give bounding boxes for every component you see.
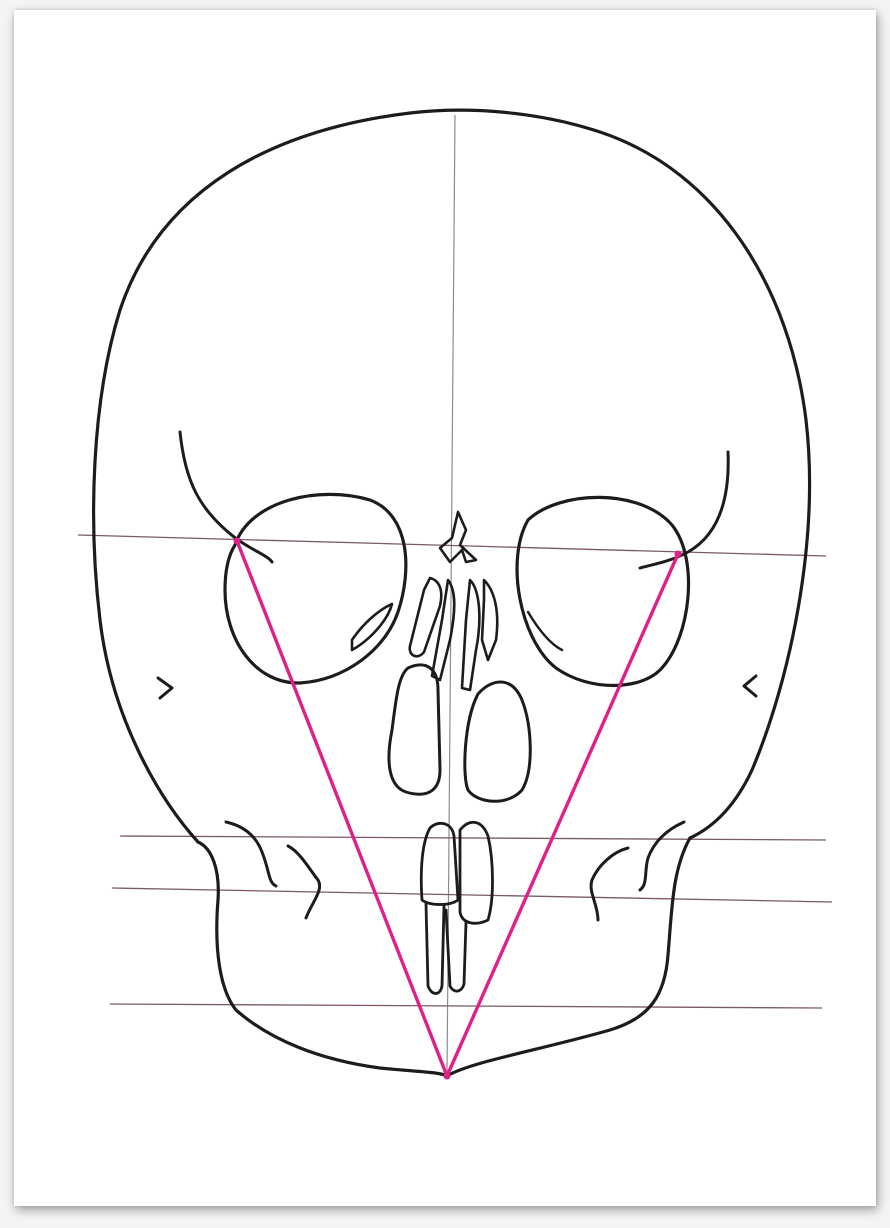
left-upper-incisor [421, 823, 458, 904]
right-zygomatic-mark [744, 676, 756, 696]
guide-line-mandible [110, 1004, 822, 1008]
left-orbit-point [234, 538, 241, 545]
right-maxilla-line [591, 822, 684, 920]
left-nasal-opening [389, 665, 440, 794]
chin-point [444, 1073, 451, 1080]
right-nasal-bone [482, 580, 497, 660]
proportion-triangle [234, 538, 682, 1080]
nasal-region [389, 512, 530, 801]
right-nasal-opening [465, 682, 530, 801]
right-orbit-fissure [528, 612, 562, 650]
right-orbit-point [675, 551, 682, 558]
left-zygomatic-mark [158, 678, 172, 698]
left-orbit-fissure [352, 604, 392, 650]
right-lower-incisor [446, 910, 466, 991]
left-lower-incisor [426, 904, 444, 994]
guide-line-nasal-base [120, 836, 826, 840]
front-teeth [421, 822, 492, 993]
nasal-bridge [440, 512, 476, 562]
guide-line-occlusal [112, 888, 832, 902]
left-temporal-line [180, 432, 272, 562]
left-orbit [225, 494, 406, 683]
right-inner-nasal [462, 580, 479, 690]
